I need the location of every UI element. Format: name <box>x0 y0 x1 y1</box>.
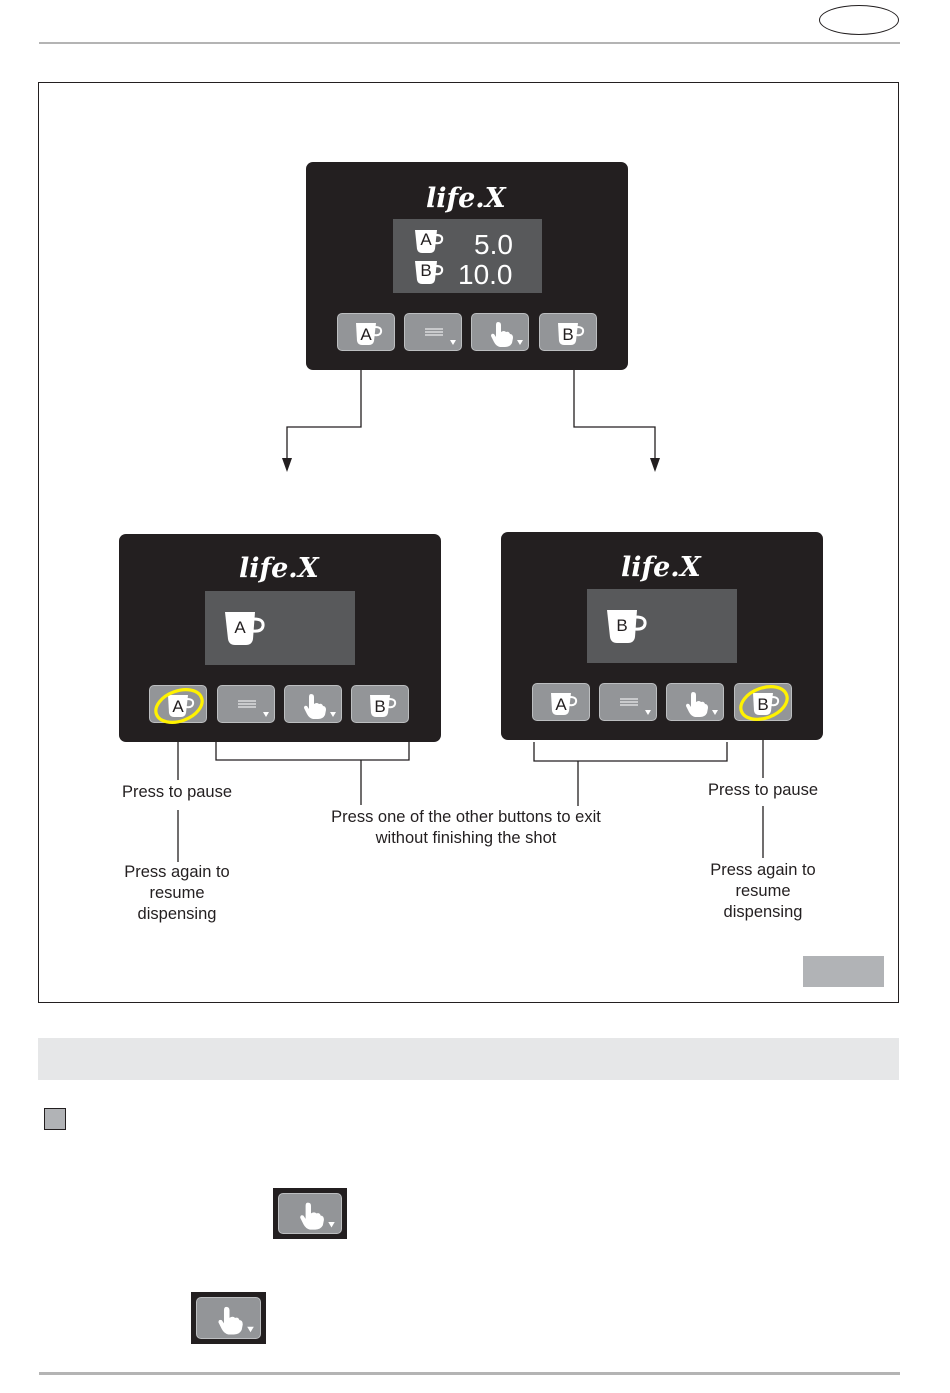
svg-text:life.X: life.X <box>426 183 507 214</box>
hand-button-thumbnail <box>273 1188 347 1239</box>
note-marker-square <box>44 1108 66 1130</box>
cup-a-icon: A <box>413 227 445 255</box>
control-panel-dispensing-b: life.X B A B <box>501 532 823 740</box>
dose-a-button[interactable]: A <box>337 313 395 351</box>
display-screen: A <box>205 591 355 665</box>
figure-number-tag <box>803 956 884 987</box>
display-screen: B <box>587 589 737 663</box>
cup-a-icon: A <box>223 608 267 648</box>
svg-text:A: A <box>234 618 246 637</box>
hand-pointer-icon <box>197 1298 262 1340</box>
cup-b-icon: B <box>413 258 445 286</box>
control-panel-idle: life.X A 5.0 B 10.0 A B <box>306 162 628 370</box>
display-screen: A 5.0 B 10.0 <box>393 219 542 293</box>
dose-b-button[interactable]: B <box>351 685 409 723</box>
svg-text:A: A <box>555 695 567 714</box>
menu-icon <box>405 314 463 352</box>
life-x-logo: life.X <box>422 176 512 216</box>
svg-text:B: B <box>420 261 431 280</box>
caption-left-pause: Press to pause <box>98 782 256 803</box>
cup-b-icon: B <box>605 606 649 646</box>
dose-a-button[interactable]: A <box>149 685 207 723</box>
life-x-logo: life.X <box>235 546 325 586</box>
menu-icon <box>218 686 276 724</box>
svg-text:B: B <box>374 697 385 716</box>
hand-pointer-icon <box>279 1194 343 1235</box>
caption-right-pause: Press to pause <box>683 780 843 801</box>
svg-text:A: A <box>360 325 372 344</box>
svg-text:A: A <box>172 697 184 716</box>
menu-button[interactable] <box>217 685 275 723</box>
hand-pointer-icon <box>472 314 530 352</box>
svg-text:A: A <box>420 230 432 249</box>
hand-button[interactable] <box>666 683 724 721</box>
caption-right-resume: Press again to resume dispensing <box>683 860 843 923</box>
dose-b-value: 10.0 <box>458 261 513 289</box>
dose-a-value: 5.0 <box>474 231 513 259</box>
caption-left-resume: Press again to resume dispensing <box>98 862 256 925</box>
section-heading-band <box>38 1038 899 1080</box>
caption-exit-shot: Press one of the other buttons to exit w… <box>296 807 636 849</box>
menu-icon <box>600 684 658 722</box>
svg-text:B: B <box>616 616 627 635</box>
hand-button-face <box>196 1297 261 1339</box>
hand-button[interactable] <box>471 313 529 351</box>
svg-text:life.X: life.X <box>239 553 320 584</box>
hand-button-face <box>278 1193 342 1234</box>
hand-button[interactable] <box>284 685 342 723</box>
svg-text:B: B <box>562 325 573 344</box>
footer-rule <box>39 1372 900 1375</box>
svg-text:life.X: life.X <box>621 552 702 583</box>
dose-b-button[interactable]: B <box>539 313 597 351</box>
dose-b-button[interactable]: B <box>734 683 792 721</box>
hand-pointer-icon <box>285 686 343 724</box>
control-panel-dispensing-a: life.X A A B <box>119 534 441 742</box>
menu-button[interactable] <box>599 683 657 721</box>
svg-text:B: B <box>757 695 768 714</box>
dose-a-button[interactable]: A <box>532 683 590 721</box>
life-x-logo: life.X <box>617 545 707 585</box>
menu-button[interactable] <box>404 313 462 351</box>
hand-button-thumbnail <box>191 1292 266 1344</box>
hand-pointer-icon <box>667 684 725 722</box>
